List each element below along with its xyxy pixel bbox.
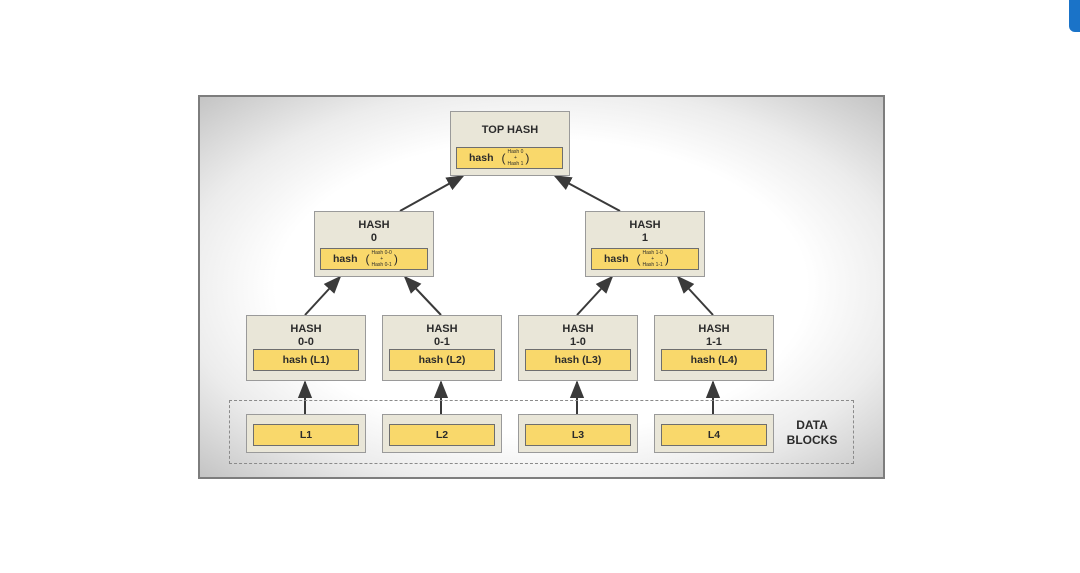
hash-0-1-value: hash (L2) xyxy=(389,349,495,371)
top-hash-formula: hash ( Hash 0 + Hash 1 ) xyxy=(456,147,563,169)
arrow-hash0-to-top xyxy=(399,175,465,212)
hash-1-formula: hash ( Hash 1-0 + Hash 1-1 ) xyxy=(591,248,699,270)
corner-tab xyxy=(1069,0,1080,32)
hash-1-1-node: HASH 1-1 xyxy=(654,315,774,381)
data-block-l2: L2 xyxy=(389,424,495,446)
hash-0-formula: hash ( Hash 0-0 + Hash 0-1 ) xyxy=(320,248,428,270)
hash-1-0-value: hash (L3) xyxy=(525,349,631,371)
arrow-hash00-to-hash0 xyxy=(304,275,342,316)
arrow-hash01-to-hash0 xyxy=(403,275,442,316)
hash-1-0-node: HASH 1-0 xyxy=(518,315,638,381)
data-block-l1: L1 xyxy=(253,424,359,446)
hash-0-args: Hash 0-0 + Hash 0-1 xyxy=(371,250,392,268)
arrow-hash11-to-hash1 xyxy=(676,275,714,316)
hash-0-1-node: HASH 0-1 xyxy=(382,315,502,381)
top-hash-title: TOP HASH xyxy=(481,124,539,136)
hash-1-1-title: HASH 1-1 xyxy=(698,323,730,348)
hash-1-args: Hash 1-0 + Hash 1-1 xyxy=(642,250,663,268)
top-hash-args: Hash 0 + Hash 1 xyxy=(507,149,524,167)
hash-1-1-value: hash (L4) xyxy=(661,349,767,371)
hash-0-1-title: HASH 0-1 xyxy=(426,323,458,348)
arrow-hash1-to-top xyxy=(553,175,621,212)
hash-0-0-node: HASH 0-0 xyxy=(246,315,366,381)
hash-0-0-title: HASH 0-0 xyxy=(290,323,322,348)
hash-0-fn: hash xyxy=(333,253,358,265)
data-block-l4: L4 xyxy=(661,424,767,446)
top-hash-fn: hash xyxy=(469,152,494,164)
hash-0-0-value: hash (L1) xyxy=(253,349,359,371)
hash-1-fn: hash xyxy=(604,253,629,265)
data-blocks-region xyxy=(229,400,854,464)
hash-1-title: HASH 1 xyxy=(629,219,661,244)
hash-0-title: HASH 0 xyxy=(358,219,390,244)
data-blocks-label: DATA BLOCKS xyxy=(786,418,838,447)
arrow-hash10-to-hash1 xyxy=(576,275,614,316)
hash-1-0-title: HASH 1-0 xyxy=(562,323,594,348)
data-block-l3: L3 xyxy=(525,424,631,446)
